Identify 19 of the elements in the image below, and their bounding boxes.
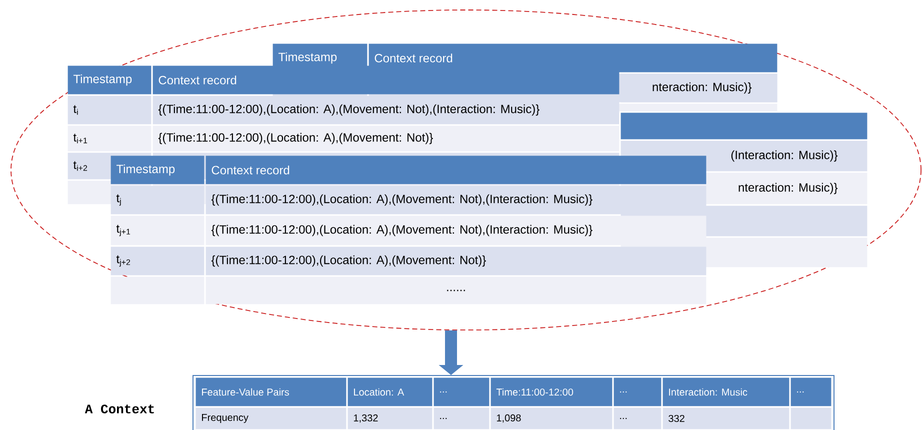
table-cell: t$_{j+1}$ (110, 216, 204, 246)
table-cell: ... (614, 408, 662, 430)
header-cell: Feature-Value Pairs (196, 378, 346, 406)
header-cell: Location: A (348, 378, 432, 406)
table-cell: 1,332 (348, 408, 432, 430)
table-cell: ... (434, 408, 490, 430)
dashed-ellipse (10, 10, 922, 330)
table-cell: nteraction: Music)} (620, 74, 778, 102)
header-cell: ... (434, 378, 490, 406)
header-cell: Timestamp (110, 156, 204, 184)
header-cell: Timestamp (68, 66, 152, 94)
header-cell: ... (614, 378, 662, 406)
table-cell: t$_{j+2}$ (110, 246, 204, 276)
table-cell: t$_{j}$ (110, 186, 204, 214)
side-label: A Context (84, 404, 154, 414)
table-cell: t$_{i}$ (68, 96, 152, 124)
table-cell: t$_{i+1}$ (68, 126, 152, 152)
header-cell: ... (790, 378, 832, 406)
table-cell: Frequency (196, 408, 346, 430)
